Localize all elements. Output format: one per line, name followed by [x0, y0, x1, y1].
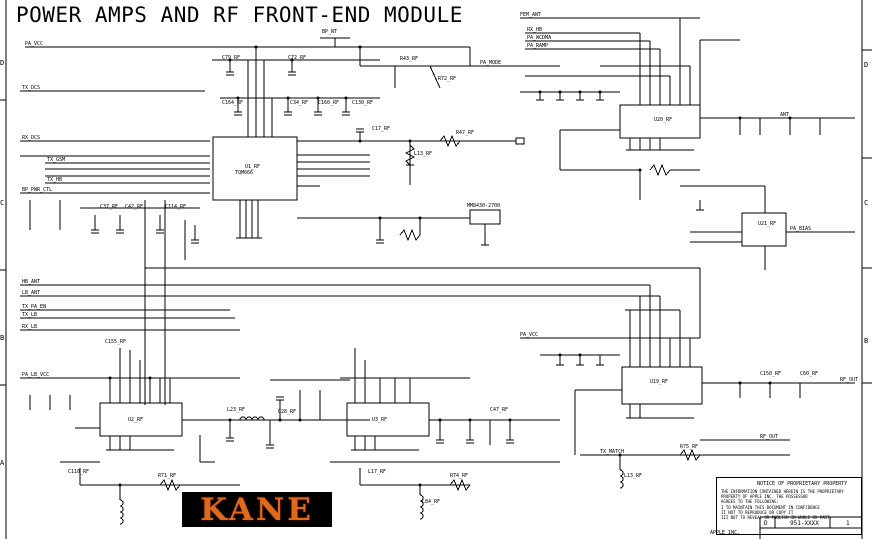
net-tx-lb: TX_LB — [22, 312, 38, 318]
net-rx-lb: RX_LB — [22, 324, 38, 330]
zone-left-b: B — [0, 334, 5, 342]
label-l13: L13_RF — [414, 151, 433, 157]
net-rx-dcs: RX_DCS — [22, 135, 41, 141]
net-pa-lb-vcc: PA_LB_VCC — [22, 372, 50, 378]
proprietary-notice: NOTICE OF PROPRIETARY PROPERTY THE INFOR… — [716, 477, 862, 535]
net-ant: ANT — [780, 112, 790, 118]
zone-right-c: C — [864, 199, 869, 207]
label-c110: C110_RF — [68, 469, 90, 475]
label-c150: C150_RF — [760, 371, 782, 377]
net-tx-dcs: TX_DCS — [22, 85, 41, 91]
label-mmm: MM8430-2700 — [467, 203, 501, 209]
label-u21: U21_RF — [758, 221, 777, 227]
label-c72: C72_RF — [288, 55, 307, 61]
label-c114: C114_RF — [165, 204, 187, 210]
label-c130: C130_RF — [352, 100, 374, 106]
notice-heading: NOTICE OF PROPRIETARY PROPERTY — [757, 481, 848, 487]
kane-logo: KANE — [182, 491, 332, 528]
net-tx-gsm: TX_GSM — [47, 157, 66, 163]
label-r47: R47_RF — [456, 130, 475, 136]
notice-line-5: II NOT TO REPRODUCE OR COPY IT — [721, 510, 794, 515]
kane-logo-text: KANE — [200, 491, 314, 528]
net-pa-mode: PA_MODE — [480, 60, 502, 66]
label-tdk: TQM666 — [235, 170, 254, 176]
label-l13b: L13_RF — [624, 473, 643, 479]
label-r72: R72_RF — [438, 76, 457, 82]
net-tx-hb: TX_HB — [47, 177, 63, 183]
net-tx-pa-en: TX_PA_EN — [22, 304, 47, 310]
label-c17: C17_RF — [372, 126, 391, 132]
title-block-rev: 1 — [846, 520, 850, 527]
net-bp-pwr: BP_PWR_CTL — [22, 187, 53, 193]
net-ramp: PA_RAMP — [527, 43, 549, 49]
label-l84: L84_RF — [422, 499, 441, 505]
zone-right-b: B — [864, 337, 869, 345]
label-r74: R74_RF — [450, 473, 469, 479]
zone-left-c: C — [0, 199, 5, 207]
net-bias: PA_BIAS — [790, 226, 812, 232]
label-c42: C42_RF — [125, 204, 144, 210]
label-u20: U20_RF — [654, 117, 673, 123]
title-block-size: D — [764, 520, 768, 527]
sheet-title: POWER AMPS AND RF FRONT-END MODULE — [16, 3, 463, 27]
net-rfout-2: RF_OUT — [840, 377, 859, 383]
label-c28: C28_RF — [278, 409, 297, 415]
zone-left-d: D — [0, 59, 5, 67]
title-block-company: APPLE INC. — [710, 530, 741, 536]
label-c34: C34_RF — [290, 100, 309, 106]
net-rx-hb: RX_HB — [527, 27, 543, 33]
label-u19: U19_RF — [650, 379, 669, 385]
label-bp-nt: BP_NT — [322, 29, 338, 35]
label-c160: C160_RF — [318, 100, 340, 106]
notice-line-6: III NOT TO REVEAL OR PUBLISH IN WHOLE OR… — [721, 515, 830, 520]
notice-line-1: THE INFORMATION CONTAINED HEREIN IS THE … — [721, 489, 844, 494]
label-l17: L17_RF — [368, 469, 387, 475]
notice-line-4: I TO MAINTAIN THIS DOCUMENT IN CONFIDENC… — [721, 505, 820, 510]
label-c37: C37_RF — [100, 204, 119, 210]
net-hb-ant: HB_ANT — [22, 279, 41, 285]
label-r43: R43_RF — [400, 56, 419, 62]
label-u3: U3_RF — [372, 417, 388, 423]
net-wcdma: PA_WCDMA — [527, 35, 552, 41]
label-u2: U2_RF — [128, 417, 144, 423]
notice-line-3: AGREES TO THE FOLLOWING: — [721, 499, 779, 504]
label-r71: R71_RF — [158, 473, 177, 479]
label-c47: C47_RF — [490, 407, 509, 413]
label-c79: C79_RF — [222, 55, 241, 61]
net-pa-vcc-2: PA_VCC — [520, 332, 539, 338]
label-r75: R75_RF — [680, 444, 699, 450]
net-pa-vcc: PA_VCC — [25, 41, 44, 47]
zone-right-d: D — [864, 61, 869, 69]
net-fem: FEM_ANT — [520, 12, 542, 18]
label-l23: L23_RF — [227, 407, 246, 413]
label-c164: C164_RF — [222, 100, 244, 106]
net-rfout: RF_OUT — [760, 434, 779, 440]
label-c60: C60_RF — [800, 371, 819, 377]
label-u1: U1_RF — [245, 164, 261, 170]
notice-line-2: PROPERTY OF APPLE INC. THE POSSESSOR — [721, 494, 808, 499]
title-block-drawing-number: 951-XXXX — [790, 520, 819, 527]
net-lb-ant: LB_ANT — [22, 290, 41, 296]
net-match: TX_MATCH — [600, 449, 625, 455]
label-c155: C155_RF — [105, 339, 127, 345]
zone-left-a: A — [0, 459, 5, 467]
